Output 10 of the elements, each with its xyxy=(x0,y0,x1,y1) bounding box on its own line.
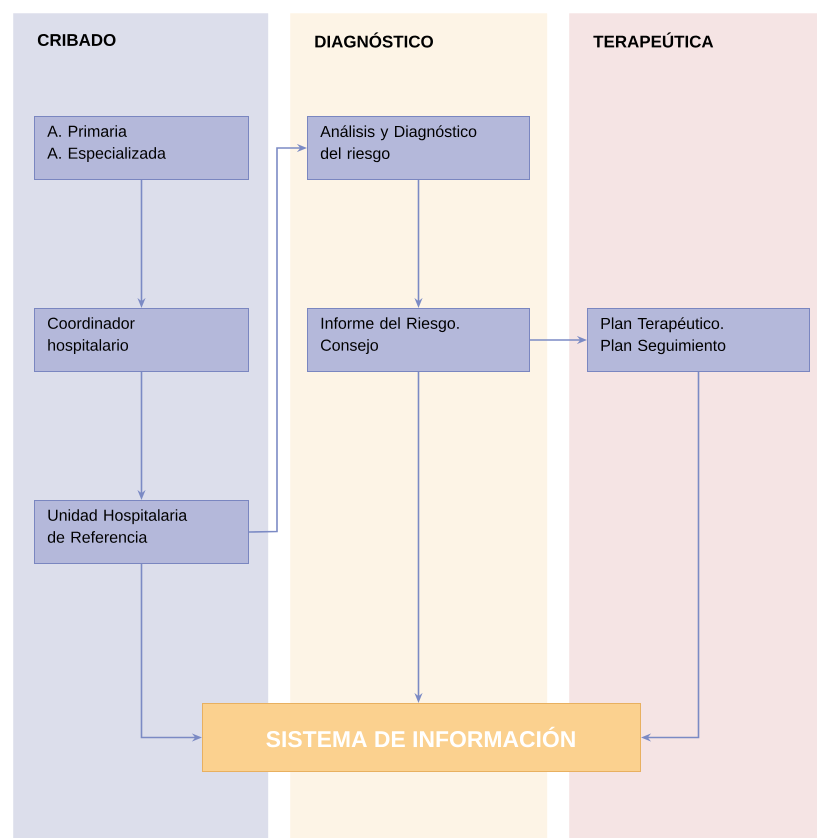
column-heading: CRIBADO xyxy=(38,34,116,46)
process-box: Análisis y Diagnóstico del riesgo xyxy=(307,116,530,180)
process-box: Informe del Riesgo. Consejo xyxy=(307,308,530,372)
column-heading: DIAGNÓSTICO xyxy=(315,32,433,48)
process-box: Plan Terapéutico. Plan Seguimiento xyxy=(587,308,810,372)
system-box: SISTEMA DE INFORMACIÓN xyxy=(202,703,641,772)
column-heading: TERAPEÚTICA xyxy=(593,32,714,48)
process-box: A. Primaria A. Especializada xyxy=(34,116,249,180)
process-box: Coordinador hospitalario xyxy=(34,308,249,372)
process-box: Unidad Hospitalaria de Referencia xyxy=(34,500,249,564)
